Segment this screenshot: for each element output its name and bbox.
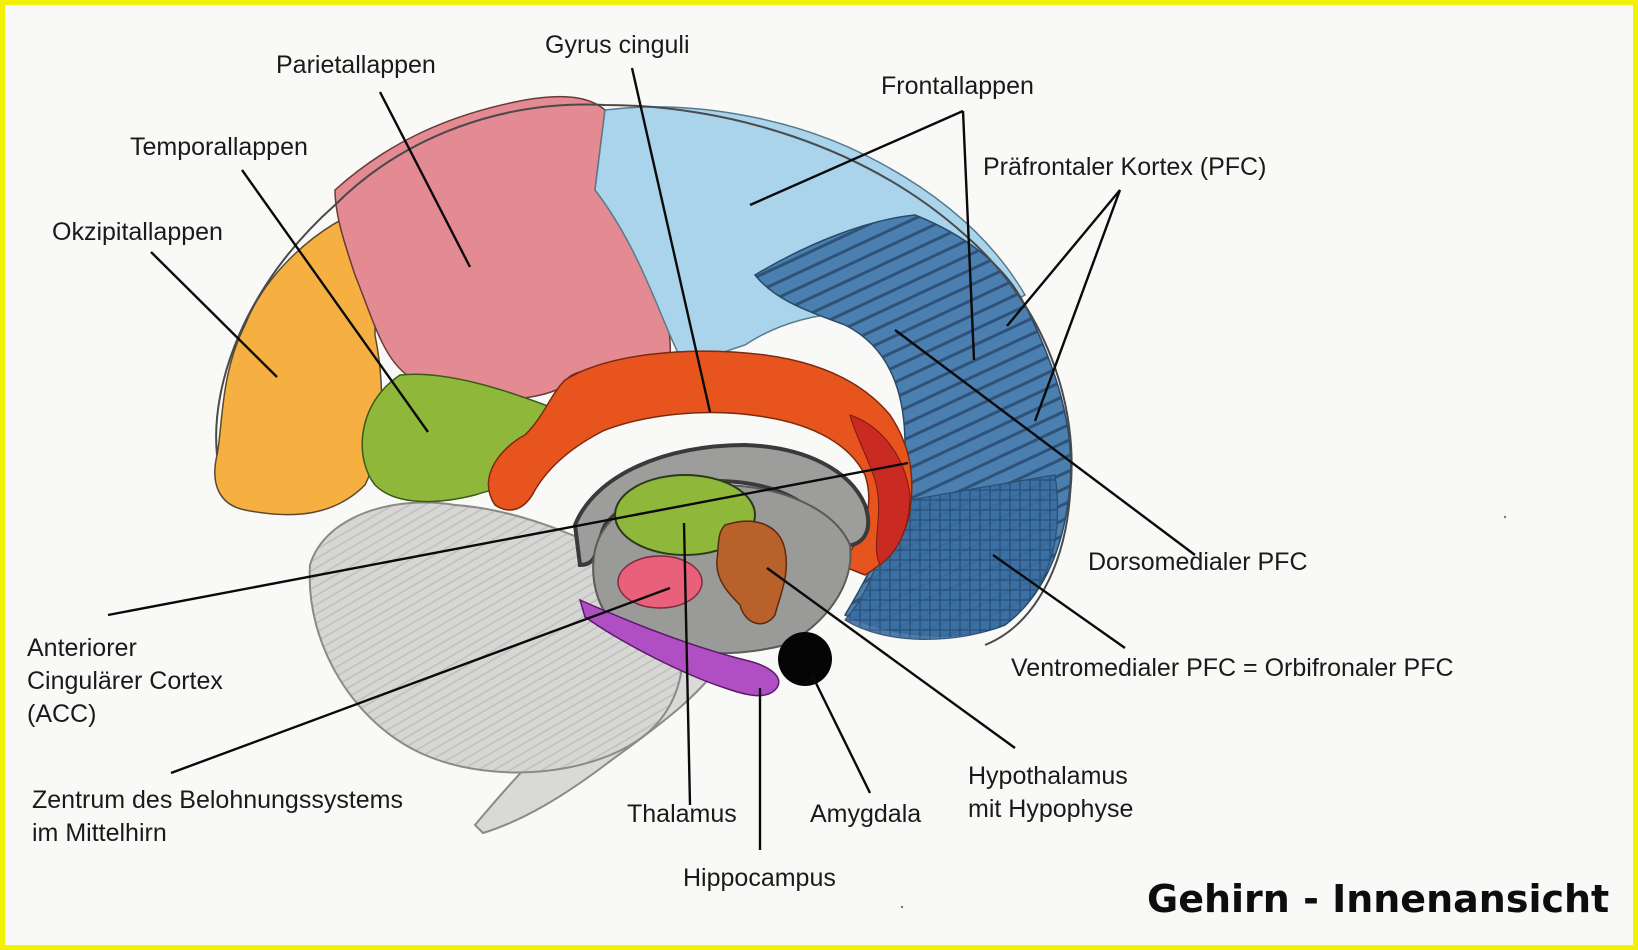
label-frontallappen: Frontallappen <box>881 70 1034 103</box>
label-dorsomedialer-pfc: Dorsomedialer PFC <box>1088 546 1308 579</box>
leader-pfc-1 <box>1007 190 1120 326</box>
label-thalamus: Thalamus <box>627 798 737 831</box>
label-acc-line-1: Anteriorer <box>27 632 223 665</box>
label-belohnungssystem: Zentrum des Belohnungssystems im Mittelh… <box>32 784 403 850</box>
label-amygdala: Amygdala <box>810 798 921 831</box>
label-temporallappen: Temporallappen <box>130 131 308 164</box>
label-okzipitallappen: Okzipitallappen <box>52 216 223 249</box>
leader-pfc-2 <box>1035 190 1120 421</box>
leader-amygdala <box>812 675 870 793</box>
speck <box>1504 516 1506 518</box>
label-gyrus-cinguli: Gyrus cinguli <box>545 29 690 62</box>
diagram-title: Gehirn - Innenansicht <box>1147 877 1609 921</box>
label-parietallappen: Parietallappen <box>276 49 436 82</box>
label-hypothalamus-line-1: Hypothalamus <box>968 760 1133 793</box>
label-ventromedialer-pfc: Ventromedialer PFC = Orbifronaler PFC <box>1011 652 1454 685</box>
label-belohnungssystem-line-1: Zentrum des Belohnungssystems <box>32 784 403 817</box>
label-belohnungssystem-line-2: im Mittelhirn <box>32 817 403 850</box>
label-praefrontaler-kortex: Präfrontaler Kortex (PFC) <box>983 151 1266 184</box>
reward-center <box>618 556 702 608</box>
label-acc-line-2: Cingulärer Cortex <box>27 665 223 698</box>
speck <box>901 906 903 908</box>
label-acc-line-3: (ACC) <box>27 698 223 731</box>
label-acc: Anteriorer Cingulärer Cortex (ACC) <box>27 632 223 731</box>
label-hippocampus: Hippocampus <box>683 862 836 895</box>
label-hypothalamus: Hypothalamus mit Hypophyse <box>968 760 1133 826</box>
amygdala <box>778 632 832 686</box>
label-hypothalamus-line-2: mit Hypophyse <box>968 793 1133 826</box>
